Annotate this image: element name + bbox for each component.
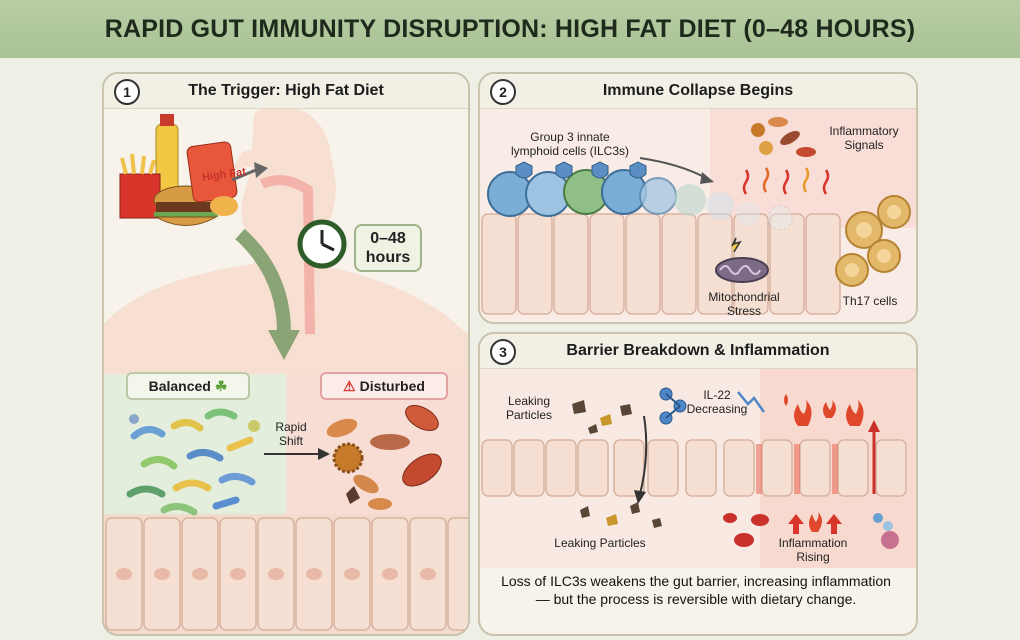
flame-icons (784, 394, 864, 426)
panel2-title: Immune Collapse Begins (602, 82, 794, 99)
panel3-number: 3 (490, 339, 516, 365)
panel2-number: 2 (490, 79, 516, 105)
disturbed-microbes-icon (326, 405, 442, 510)
decreasing-arrow (737, 391, 766, 413)
panel-trigger: 1 The Trigger: High Fat Diet High Fat 0–… (102, 72, 470, 636)
panel-immune-collapse: 2 Immune Collapse Begins Group 3 innate … (478, 72, 918, 324)
inflammatory-label-line1: Inflammatory (829, 124, 899, 138)
body-silhouette (104, 105, 468, 394)
leaking-top-line2: Particles (505, 408, 552, 422)
inflammation-rising-line1: Inflammation (778, 536, 848, 550)
panel1-header: 1 The Trigger: High Fat Diet (104, 74, 468, 109)
panel2-header: 2 Immune Collapse Begins (480, 74, 916, 109)
mitochondrial-stress-label: Mitochondrial Stress (694, 290, 794, 318)
leaking-particles-top-label: Leaking Particles (494, 394, 564, 422)
disturbed-label: Disturbed (359, 378, 425, 394)
rising-arrows (788, 514, 842, 534)
il22-molecule-icon (659, 387, 687, 425)
th17-label: Th17 cells (842, 294, 898, 308)
rapid-shift-label: Rapid Shift (266, 420, 316, 448)
inflammatory-signals-label: Inflammatory Signals (816, 124, 912, 152)
summary-line1: Loss of ILC3s weakens the gut barrier, i… (501, 573, 891, 589)
shift-label: Shift (278, 434, 303, 448)
epithelial-cells (104, 514, 468, 634)
panel1-number: 1 (114, 79, 140, 105)
inflammatory-microbes-icon (751, 117, 816, 157)
mitochondria-icon (715, 237, 769, 283)
inflammatory-signal-arrows (742, 167, 830, 195)
time-label: 0–48 hours (354, 224, 422, 272)
leaky-epithelium (481, 439, 907, 497)
panel3-illustration (480, 368, 916, 568)
balanced-microbes-icon (126, 408, 260, 516)
inflammatory-label-line2: Signals (844, 138, 884, 152)
panel3-title: Barrier Breakdown & Inflammation (566, 342, 830, 359)
esophagus (259, 175, 315, 335)
arrow-down (235, 228, 291, 333)
time-label-range: 0–48 (370, 230, 406, 247)
junk-food-icon (119, 114, 238, 226)
panel1-illustration (104, 105, 468, 634)
ilc3-label-line1: Group 3 innate (530, 130, 610, 144)
arrow-to-mouth (231, 168, 257, 182)
leaking-particles-icon (572, 400, 662, 528)
inflammation-rising-label: Inflammation Rising (770, 536, 856, 564)
summary-line2: — but the process is reversible with die… (535, 591, 857, 607)
immune-cells-icon (873, 513, 899, 549)
balanced-label: Balanced (148, 378, 211, 394)
il22-label: IL-22 Decreasing (682, 388, 752, 416)
panel1-title: The Trigger: High Fat Diet (188, 82, 384, 99)
title-bar: RAPID GUT IMMUNITY DISRUPTION: HIGH FAT … (0, 0, 1020, 58)
ilc3-label: Group 3 innate lymphoid cells (ILC3s) (500, 130, 640, 158)
rapid-label: Rapid (275, 420, 307, 434)
ilc3-cells-icon (487, 161, 793, 231)
mito-label-line1: Mitochondrial (708, 290, 780, 304)
clock-icon (297, 219, 347, 269)
summary-text: Loss of ILC3s weakens the gut barrier, i… (480, 572, 912, 608)
leaking-particles-bottom-label: Leaking Particles (554, 536, 646, 550)
panel2-illustration (480, 108, 916, 322)
balanced-badge: Balanced ☘ (126, 372, 250, 400)
disturbed-badge: ⚠ Disturbed (320, 372, 448, 400)
panel-barrier-breakdown: 3 Barrier Breakdown & Inflammation Leaki… (478, 332, 918, 636)
page-title: RAPID GUT IMMUNITY DISRUPTION: HIGH FAT … (104, 14, 916, 43)
panel3-header: 3 Barrier Breakdown & Inflammation (480, 334, 916, 369)
il22-line2: Decreasing (686, 402, 748, 416)
ilc3-label-line2: lymphoid cells (ILC3s) (510, 144, 630, 158)
warning-icon: ⚠ (343, 377, 356, 394)
mito-label-line2: Stress (726, 304, 761, 318)
il22-line1: IL-22 (703, 388, 731, 402)
leaking-top-line1: Leaking (507, 394, 551, 408)
leaf-icon: ☘ (214, 377, 228, 394)
time-label-unit: hours (365, 249, 411, 266)
inflammation-rising-line2: Rising (796, 550, 830, 564)
red-blood-cells-icon (723, 513, 769, 547)
